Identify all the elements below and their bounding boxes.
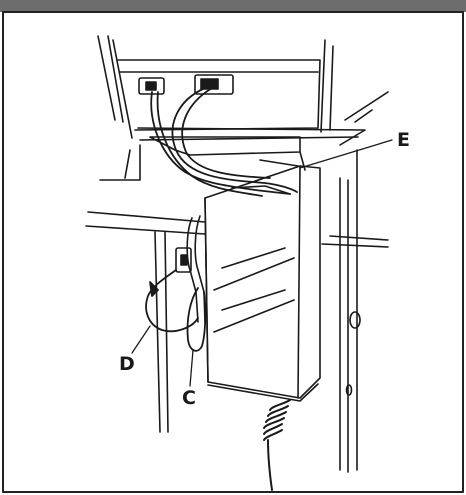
- figure-border: [2, 11, 464, 493]
- upper-housing: [97, 35, 389, 146]
- leader-e: [299, 139, 393, 169]
- desk-surface: [85, 211, 389, 433]
- cable-loop-c: [186, 287, 207, 352]
- mount-bracket: [99, 136, 306, 181]
- power-supply-box-icon: [204, 159, 321, 402]
- coiled-cable-icon: [263, 399, 291, 491]
- callout-leaders: [131, 139, 393, 387]
- wall-mount-outlet-icon: [138, 74, 234, 95]
- callout-label-c: C: [182, 387, 196, 409]
- leader-c: [189, 349, 194, 387]
- header-bar: [0, 0, 466, 12]
- leader-d: [131, 325, 151, 354]
- callout-label-e: E: [397, 129, 410, 151]
- frame-leg: [339, 149, 361, 473]
- outlet-cables: [150, 87, 298, 197]
- cable-tie-icon: [175, 215, 206, 323]
- cable-loop-d: [145, 269, 199, 333]
- callout-label-d: D: [119, 353, 135, 375]
